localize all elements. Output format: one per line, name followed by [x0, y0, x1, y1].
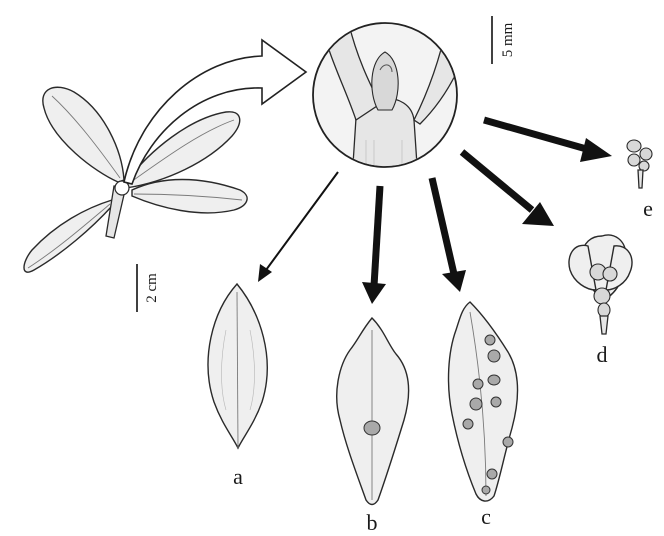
panel-b-protuberance — [364, 421, 380, 435]
magnified-node-detail — [313, 20, 474, 180]
panel-b-leaf — [337, 318, 409, 505]
arrow-to-b — [362, 186, 386, 304]
scale-label-5mm: 5 mm — [500, 22, 516, 57]
panel-label-e: e — [643, 196, 653, 221]
scale-bar-2cm: 2 cm — [137, 264, 160, 312]
scale-label-2cm: 2 cm — [144, 273, 160, 303]
plantlet-illustration — [24, 87, 247, 272]
arrow-to-d — [462, 152, 554, 226]
panel-label-a: a — [233, 464, 243, 489]
panel-label-b: b — [367, 510, 378, 535]
panel-d-structure — [569, 235, 632, 334]
panel-e-structure — [627, 140, 652, 188]
panel-c-leaf — [449, 302, 518, 501]
panel-label-d: d — [597, 342, 608, 367]
plantlet-leaf-upper — [43, 87, 124, 182]
arrow-to-a — [258, 172, 338, 282]
arrow-to-e — [484, 120, 612, 162]
panel-a-leaf — [208, 284, 267, 448]
arrow-to-c — [432, 178, 466, 292]
scale-bar-5mm: 5 mm — [492, 16, 516, 64]
panel-label-c: c — [481, 504, 491, 529]
plantlet-leaf-right — [132, 180, 247, 213]
